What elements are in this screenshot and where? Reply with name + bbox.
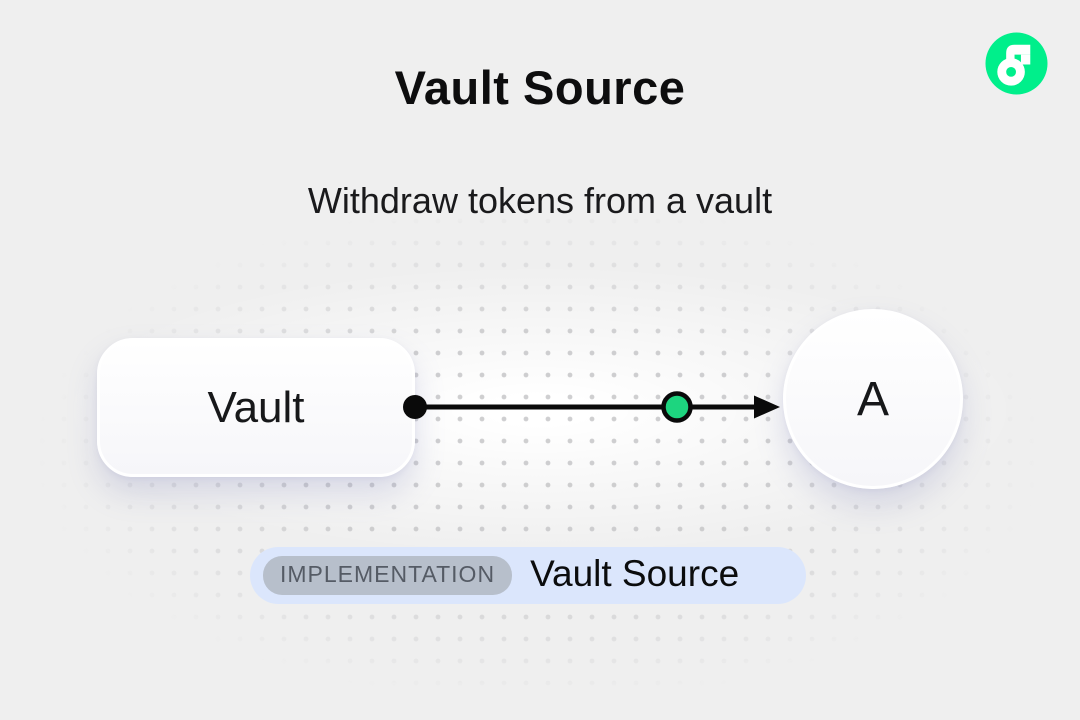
account-node: A [783,309,963,489]
account-node-label: A [856,372,889,426]
implementation-badge: IMPLEMENTATION Vault Source [250,547,806,604]
vault-node-label: Vault [207,382,305,432]
flow-connector [403,391,780,423]
token-dot [661,391,693,423]
flow-logo-icon [985,32,1048,95]
connector-start-dot [403,395,427,419]
implementation-label: Vault Source [530,553,740,594]
page-subtitle: Withdraw tokens from a vault [307,180,773,221]
arrowhead-icon [754,395,780,419]
vault-node: Vault [97,338,415,477]
implementation-tag: IMPLEMENTATION [263,556,513,595]
page-title: Vault Source [394,61,686,114]
